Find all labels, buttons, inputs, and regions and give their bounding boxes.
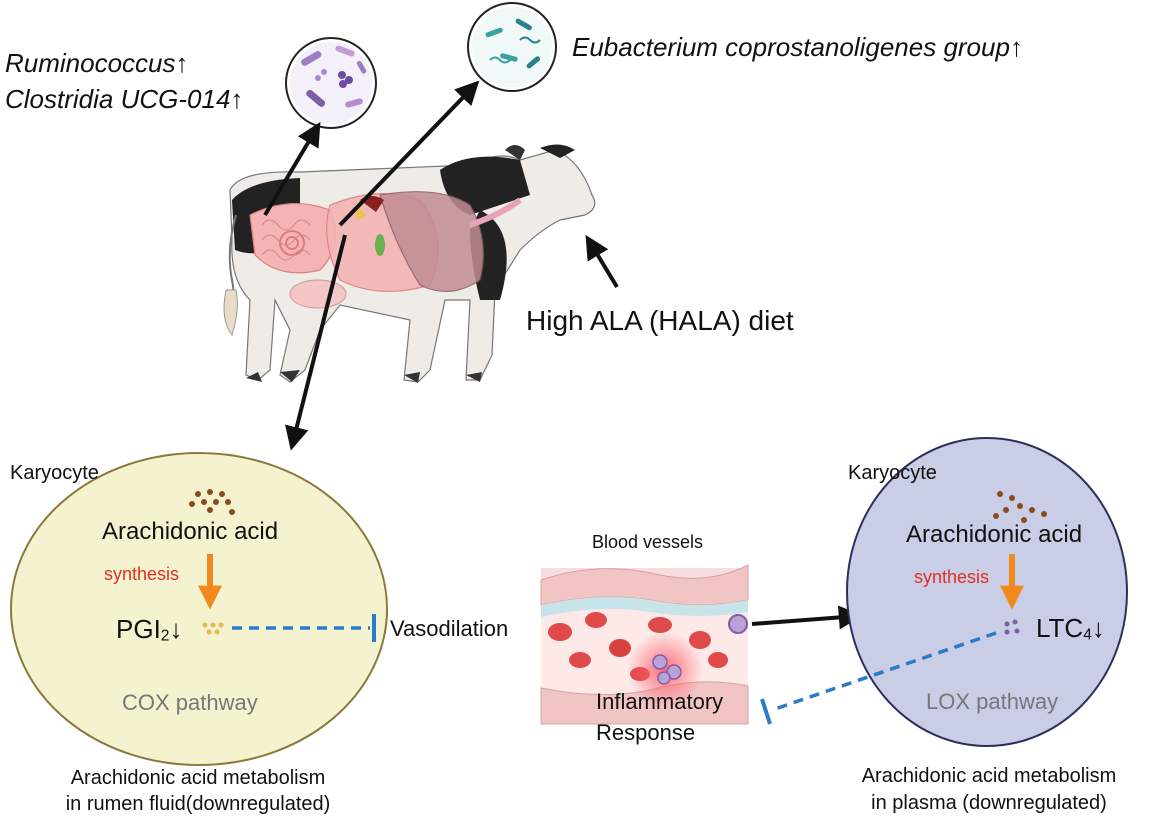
- arrow-to-dish2: [338, 80, 480, 227]
- inhibition-line-right: [771, 631, 997, 712]
- blood-vessel-illustration: [540, 564, 749, 725]
- left-caption-line1: Arachidonic acid metabolism: [70, 767, 326, 789]
- arrow-to-right-cell: [751, 605, 863, 630]
- right-cell-label: Karyocyte: [848, 462, 937, 484]
- diet-label: High ALA (HALA) diet: [526, 305, 794, 336]
- cow-illustration: [223, 144, 596, 383]
- inflammatory-label: Inflammatory: [596, 689, 724, 714]
- right-substrate-label: Arachidonic acid: [906, 521, 1083, 548]
- blood-vessels-title: Blood vessels: [592, 532, 704, 552]
- right-process-label: synthesis: [914, 567, 990, 587]
- right-product-label: LTC4↓: [1036, 613, 1105, 644]
- inhibition-bar-right: [760, 698, 772, 725]
- arrow-to-dish1: [263, 121, 321, 217]
- microbe-dish-icon: [285, 37, 377, 129]
- ruminococcus-label: Ruminococcus↑: [5, 48, 189, 78]
- arrow-to-left-cell: [285, 234, 347, 451]
- clostridia-label: Clostridia UCG-014↑: [5, 84, 244, 114]
- left-substrate-label: Arachidonic acid: [102, 518, 279, 545]
- lox-pathway-label: LOX pathway: [926, 689, 1059, 714]
- left-cell-label: Karyocyte: [10, 462, 99, 484]
- left-process-label: synthesis: [104, 564, 180, 584]
- left-caption-line2: in rumen fluid(downregulated): [65, 793, 331, 815]
- left-cell: [10, 452, 388, 766]
- arachidonic-dots: [189, 489, 235, 515]
- arachidonic-dots-right: [993, 491, 1047, 523]
- vasodilation-label: Vasodilation: [390, 616, 509, 641]
- left-product-label: PGI2↓: [116, 614, 183, 645]
- right-caption-line1: Arachidonic acid metabolism: [861, 765, 1117, 787]
- cox-pathway-label: COX pathway: [122, 690, 258, 715]
- arrow-diet: [585, 234, 619, 289]
- right-cell: [846, 437, 1128, 747]
- right-caption-line2: in plasma (downregulated): [871, 792, 1107, 814]
- ltc4-dots: [1004, 619, 1020, 635]
- microbe-dish-icon: [467, 2, 557, 92]
- eubacterium-label: Eubacterium coprostanoligenes group↑: [572, 32, 1023, 62]
- pgi2-dots: [202, 622, 224, 635]
- response-label: Response: [596, 720, 696, 745]
